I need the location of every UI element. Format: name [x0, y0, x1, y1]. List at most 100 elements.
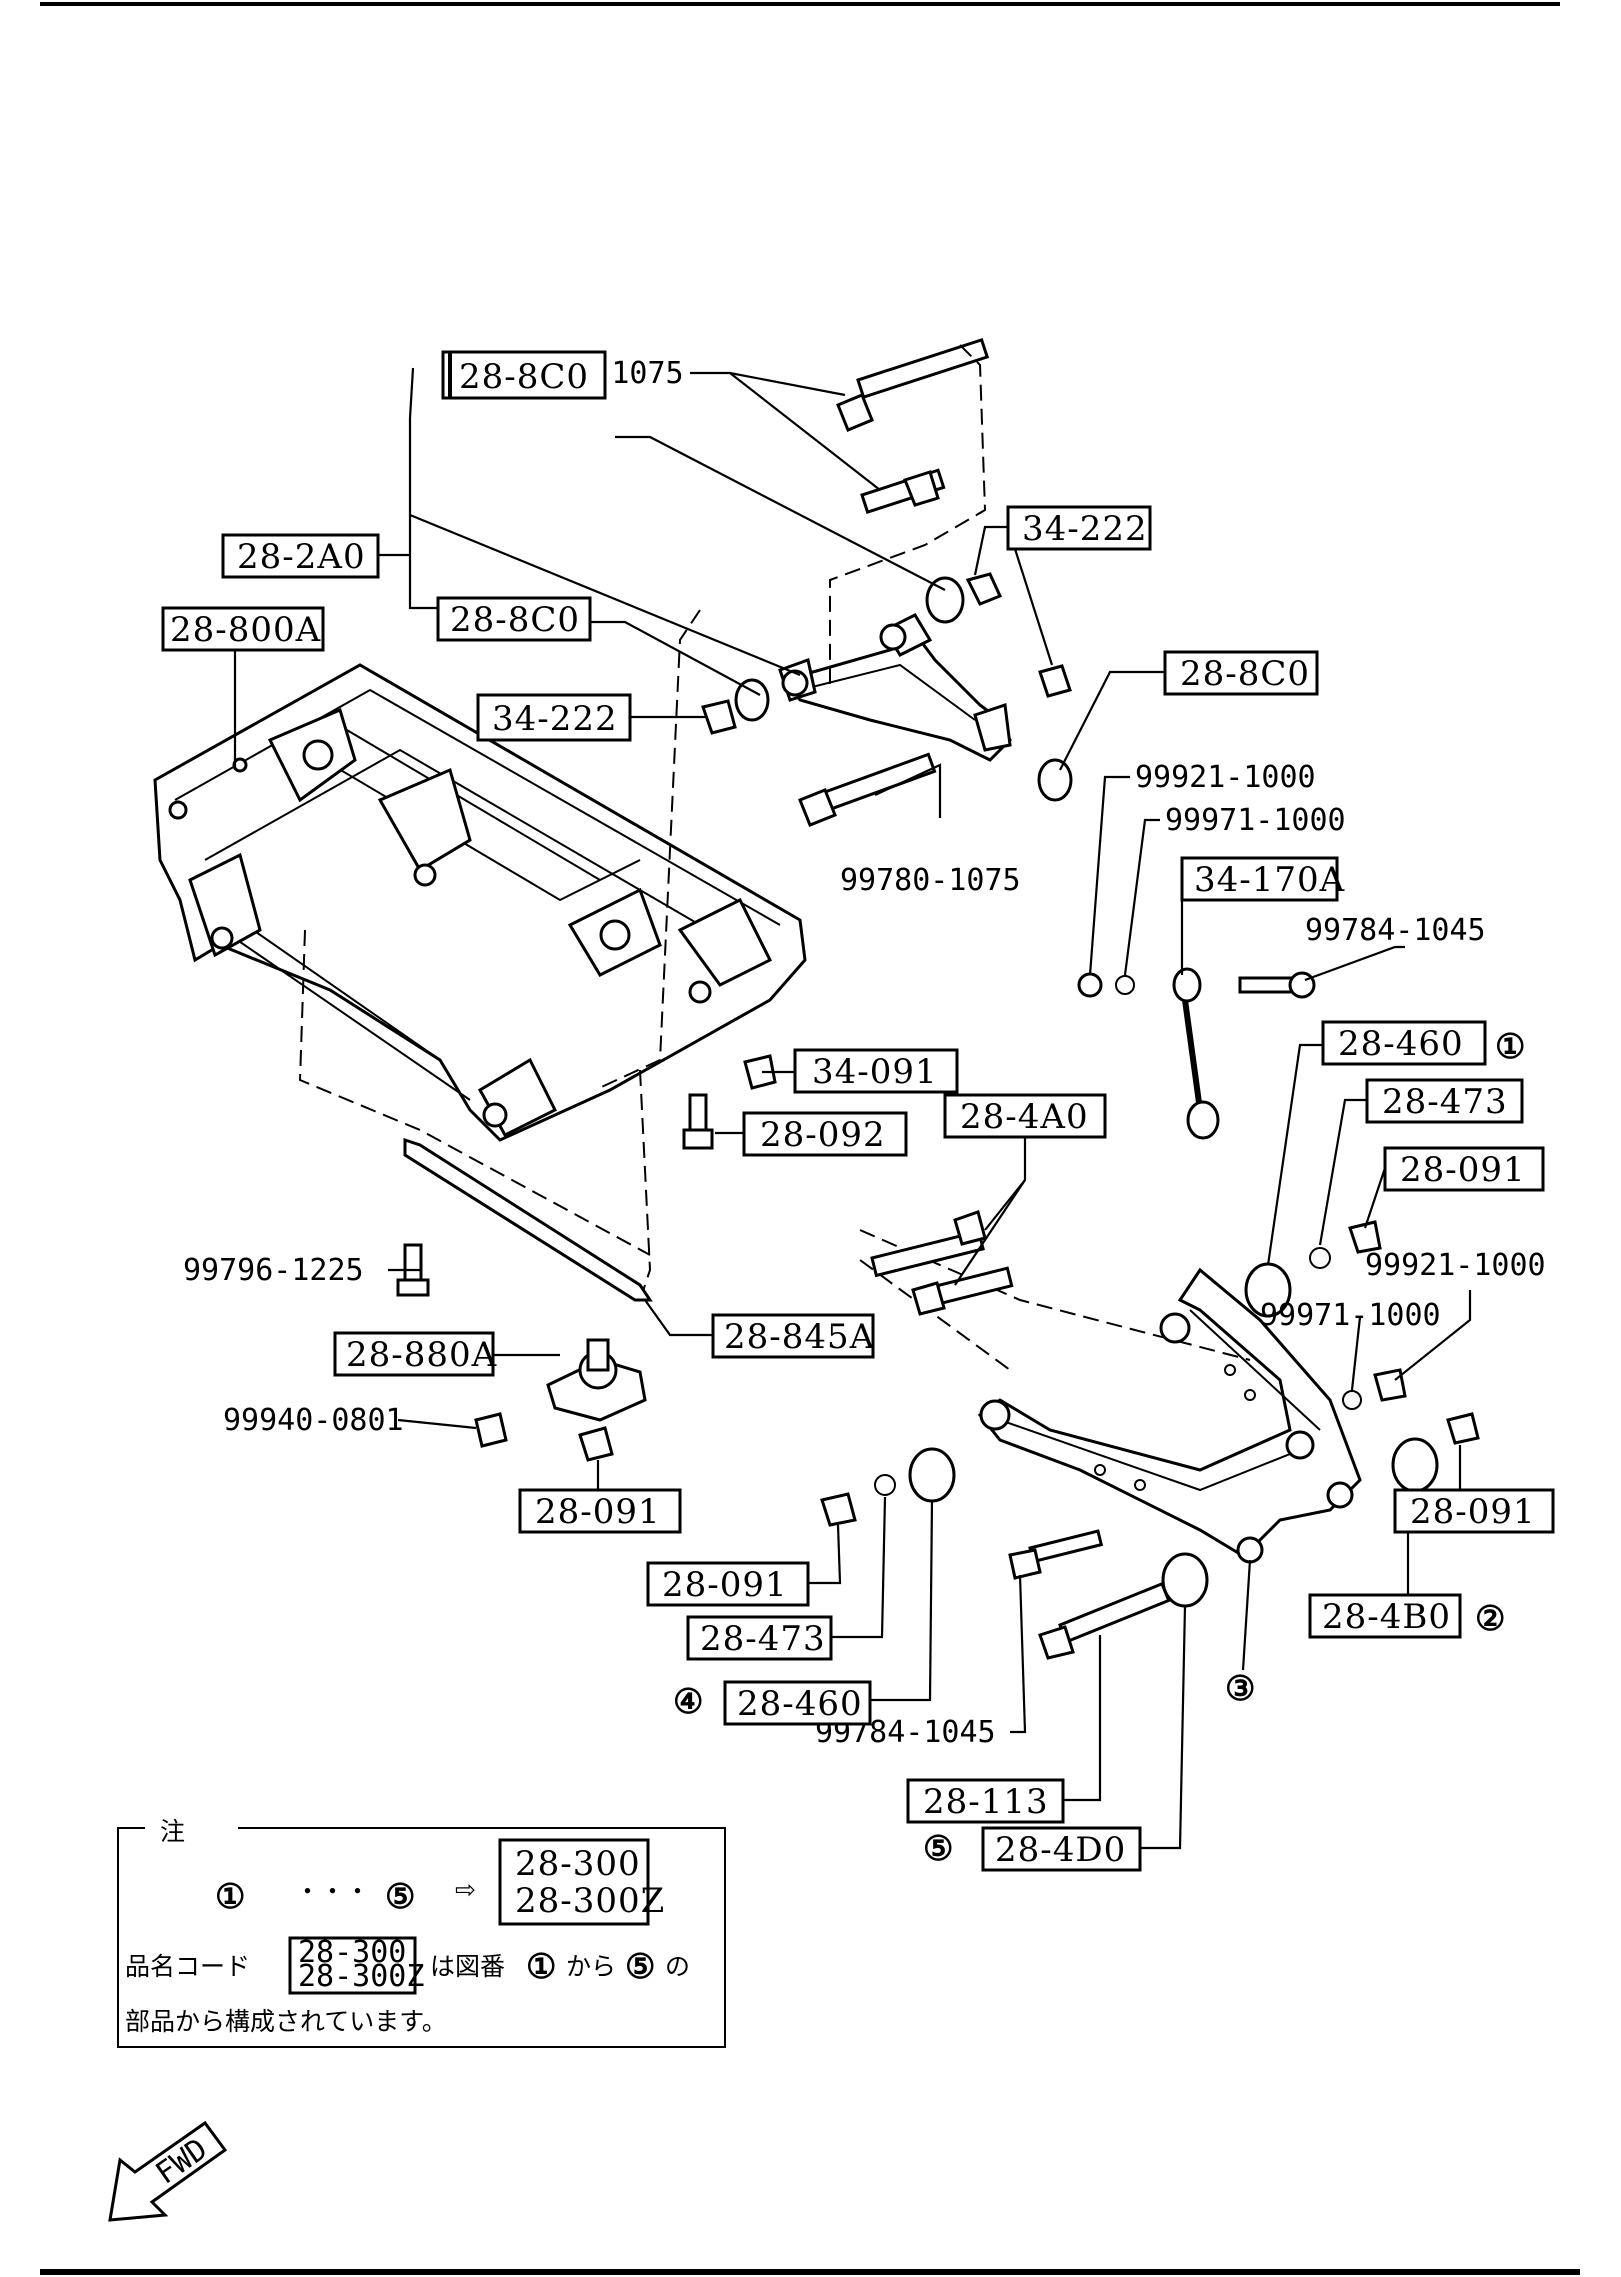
box-bush-28-460-left: 28-460 — [723, 1680, 872, 1726]
box-arm-28-2a0: 28-2A0 — [221, 533, 380, 579]
box-nut-28-091-left: 28-091 — [646, 1561, 810, 1607]
label-nut-99921-1000-a: 99921-1000 — [1135, 760, 1316, 795]
label-crossmember-28-800a: 28-800A — [170, 610, 321, 650]
label-bolt-99796-1225: 99796-1225 — [183, 1253, 364, 1288]
callout-3: ③ — [1225, 1669, 1255, 1709]
fwd-arrow-icon: FWD — [108, 2120, 228, 2222]
label-washer-99971-1000-b: 99971-1000 — [1260, 1298, 1441, 1333]
box-nut-34-222-left: 34-222 — [476, 693, 632, 742]
bracket-845a-drawing — [403, 1137, 653, 1302]
box-crossmember-28-800a: 28-800A — [161, 606, 325, 652]
label-nut-34-091: 34-091 — [812, 1052, 938, 1092]
note-inline-code-1: 28-300 — [298, 1935, 406, 1970]
box-mount-28-880a: 28-880A — [333, 1331, 497, 1377]
bolt-drawing-4a0-1 — [870, 1210, 987, 1278]
note-line1-prefix: 品名コード — [125, 1952, 250, 1981]
box-bush-28-8c0-right: 28-8C0 — [1163, 650, 1319, 696]
label-bush-28-8c0-mid: 28-8C0 — [450, 600, 580, 640]
note-line1-suffix: は図番 — [430, 1952, 505, 1981]
leader-lines — [233, 367, 1472, 1850]
callout-4: ④ — [673, 1682, 703, 1722]
bushing-drawing-460-left — [908, 1447, 956, 1503]
note-assy-code-2: 28-300Z — [515, 1881, 665, 1921]
note-arrow: ⇨ — [455, 1875, 476, 1904]
note-line1-from: ① — [526, 1947, 556, 1987]
label-bush-28-460-left: 28-460 — [737, 1684, 863, 1724]
box-bolt-28-113: 28-113 — [906, 1778, 1065, 1824]
washer-drawing-473-left — [874, 1474, 896, 1496]
nut-drawing-34-091 — [743, 1054, 777, 1090]
box-nut-28-091-right: 28-091 — [1383, 1146, 1545, 1192]
bushing-drawing-mid — [734, 678, 770, 722]
bolt-drawing-99796 — [396, 1243, 430, 1297]
bushing-drawing-4b0 — [1391, 1437, 1439, 1493]
nut-drawing-top — [965, 572, 1003, 606]
label-washer-99971-1000-a: 99971-1000 — [1165, 803, 1346, 838]
box-washer-28-473-right: 28-473 — [1365, 1078, 1524, 1124]
note-line1-to: ⑤ — [625, 1947, 655, 1987]
note-title: 注 — [160, 1817, 185, 1846]
label-bush-28-8c0-top: 28-8C0 — [459, 357, 589, 397]
box-bracket-28-845a: 28-845A — [711, 1313, 875, 1359]
label-nut-28-091-left: 28-091 — [662, 1565, 788, 1605]
label-link-34-170a: 34-170A — [1194, 860, 1345, 900]
bushing-drawing-top — [925, 576, 965, 624]
label-bracket-28-845a: 28-845A — [724, 1317, 875, 1357]
label-mount-28-880a: 28-880A — [346, 1335, 497, 1375]
label-nut-28-091-far-right: 28-091 — [1410, 1492, 1536, 1532]
bolt-drawing-28-092 — [682, 1093, 714, 1150]
box-bush-28-4d0: 28-4D0 — [981, 1826, 1142, 1872]
bolt-drawing-top-1 — [836, 337, 990, 432]
callout-2: ② — [1475, 1599, 1505, 1639]
box-nut-28-091-mount: 28-091 — [518, 1488, 682, 1534]
label-nut-99940-0801: 99940-0801 — [223, 1403, 404, 1438]
note-line1-kara: から — [566, 1952, 616, 1981]
note-range-start: ① — [215, 1877, 245, 1917]
label-washer-28-473-left: 28-473 — [700, 1619, 826, 1659]
bushing-drawing-4d0 — [1161, 1552, 1209, 1608]
bolt-drawing-28-113 — [1038, 1581, 1171, 1660]
bolt-drawing-lower — [798, 752, 937, 827]
nut-drawing-091-far-right — [1446, 1412, 1480, 1445]
label-bolt-28-092: 28-092 — [760, 1115, 886, 1155]
label-bush-28-8c0-right: 28-8C0 — [1180, 654, 1310, 694]
washer-drawing-99971-b — [1342, 1390, 1362, 1410]
label-bush-28-4b0: 28-4B0 — [1322, 1597, 1451, 1637]
callout-1: ① — [1495, 1027, 1525, 1067]
label-nut-34-222-left: 34-222 — [492, 699, 618, 739]
note-line1-no: の — [665, 1952, 690, 1981]
crossmember-drawing — [153, 663, 807, 1142]
bushing-drawing-right — [1037, 758, 1073, 802]
label-bush-28-4d0: 28-4D0 — [995, 1830, 1126, 1870]
bolt-drawing-top-2 — [860, 468, 946, 515]
box-washer-28-473-left: 28-473 — [686, 1615, 833, 1661]
box-nut-34-091: 34-091 — [793, 1048, 959, 1094]
box-bush-28-8c0-top: 28-8C0 — [441, 350, 607, 400]
label-bolt-99780-1075-lower: 99780-1075 — [840, 863, 1021, 898]
label-nut-99921-1000-b: 99921-1000 — [1365, 1248, 1546, 1283]
box-bush-28-460-right: 28-460 — [1321, 1020, 1487, 1066]
box-nut-34-222-right: 34-222 — [1006, 505, 1152, 551]
label-bolt-28-113: 28-113 — [923, 1782, 1049, 1822]
mount-880a-drawing — [546, 1338, 647, 1422]
box-bolt-28-4a0: 28-4A0 — [943, 1093, 1107, 1139]
label-bolt-28-4a0: 28-4A0 — [960, 1097, 1089, 1137]
box-nut-28-091-far-right: 28-091 — [1393, 1488, 1555, 1534]
note-range-dots: ・・・ — [295, 1877, 370, 1906]
note-box: 注 ① ・・・ ⑤ ⇨ 28-300 28-300Z 品名コード 28-300 … — [117, 1817, 726, 2048]
nut-drawing-mid-right — [1038, 664, 1072, 698]
note-inline-code-2: 28-300Z — [298, 1959, 424, 1994]
box-bolt-28-092: 28-092 — [742, 1111, 908, 1157]
upper-arm-drawing — [778, 613, 1012, 762]
note-range-end: ⑤ — [385, 1877, 415, 1917]
note-line2: 部品から構成されています。 — [125, 2007, 447, 2036]
bolt-drawing-99784-arm — [1008, 1529, 1104, 1580]
nut-drawing-99940 — [474, 1412, 508, 1448]
washer-drawing-473-right — [1309, 1247, 1331, 1269]
box-link-34-170a: 34-170A — [1180, 856, 1345, 902]
label-nut-28-091-right: 28-091 — [1400, 1150, 1526, 1190]
label-washer-28-473-right: 28-473 — [1382, 1082, 1508, 1122]
nut-drawing-mid-left — [701, 699, 737, 735]
nut-drawing-091-mount — [578, 1426, 614, 1462]
